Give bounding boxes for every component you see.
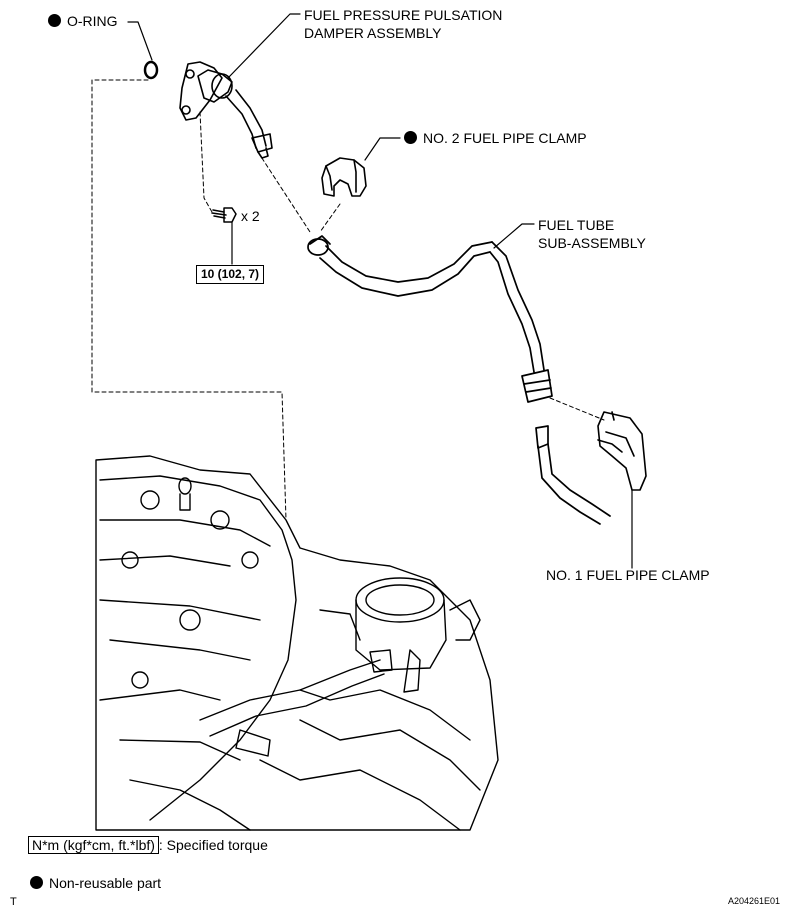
non-reusable-dot-icon <box>48 14 61 27</box>
o-ring-part <box>143 60 159 80</box>
engine-block-illustration <box>95 455 499 831</box>
bolt-quantity: x 2 <box>241 208 260 224</box>
no1-fuel-pipe-clamp-part <box>597 411 647 491</box>
fuel-tube-label-line1: FUEL TUBE <box>538 217 615 233</box>
figure-code: A204261E01 <box>728 896 781 906</box>
torque-units-box: N*m (kgf*cm, ft.*lbf) <box>28 836 159 854</box>
clamp2-leader <box>364 137 401 161</box>
clamp1-label: NO. 1 FUEL PIPE CLAMP <box>546 567 710 583</box>
fuel-tube-leader <box>493 223 535 249</box>
damper-label: FUEL PRESSURE PULSATION DAMPER ASSEMBLY <box>304 6 502 42</box>
bolt-part <box>211 207 237 223</box>
fuel-tube-label-line2: SUB-ASSEMBLY <box>538 235 646 251</box>
clamp2-label: NO. 2 FUEL PIPE CLAMP <box>404 129 587 147</box>
pulsation-damper-part <box>179 61 273 159</box>
alignment-lines <box>91 79 605 521</box>
fuel-tube-part <box>307 235 553 403</box>
damper-label-line2: DAMPER ASSEMBLY <box>304 25 442 41</box>
non-reusable-dot-icon <box>404 131 417 144</box>
o-ring-leader <box>127 21 153 61</box>
damper-label-line1: FUEL PRESSURE PULSATION <box>304 7 503 23</box>
fuel-tube-label: FUEL TUBE SUB-ASSEMBLY <box>538 216 646 252</box>
nonreusable-legend: Non-reusable part <box>30 874 161 892</box>
corner-mark: T <box>10 896 17 908</box>
no2-fuel-pipe-clamp-part <box>321 157 367 197</box>
fuel-line-lower <box>535 425 611 525</box>
o-ring-label: O-RING <box>48 12 118 30</box>
non-reusable-dot-icon <box>30 876 43 889</box>
torque-spec-box: 10 (102, 7) <box>196 265 265 284</box>
torque-legend-desc: : Specified torque <box>158 837 268 853</box>
damper-leader <box>227 13 301 79</box>
torque-legend: N*m (kgf*cm, ft.*lbf): Specified torque <box>28 836 268 854</box>
